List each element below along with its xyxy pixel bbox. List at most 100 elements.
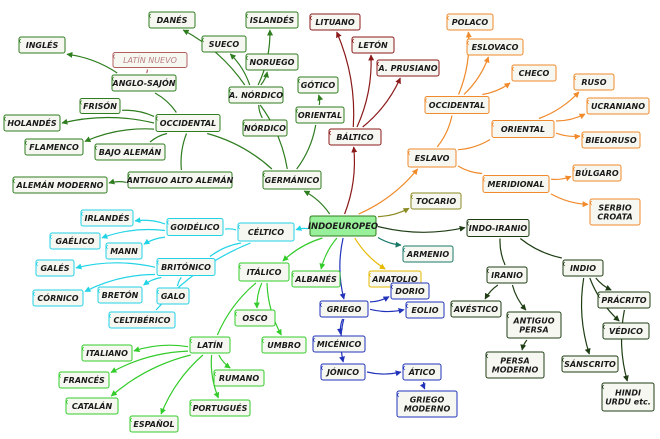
node-label: VÉDICO [609,325,643,336]
scroll-curl [486,353,489,359]
node-label: GÓTICO [301,79,336,90]
node-label: CÓRNICO [37,292,78,303]
node-label: AVÉSTICO [453,303,498,314]
node-box [390,282,430,300]
node-box [3,114,61,132]
node-checo: CHECO [511,64,557,82]
node-frances: FRANCÉS [58,371,110,389]
edge-celtico-britonico [209,242,242,257]
node-holandes: HOLANDÉS [3,114,61,132]
edge-occidental_e-polaco [458,31,472,95]
node-a-nordico: A. NÓRDICO [228,86,284,104]
scroll-curl [574,75,577,81]
node-jonico: JÓNICO [320,363,366,381]
scroll-curl [467,40,470,46]
scroll-curl [229,88,232,94]
node-micenico: MICÉNICO [312,335,366,353]
edge-indo_iranio-indio [519,238,562,259]
node-polaco: POLACO [446,13,494,31]
node-box [262,170,322,190]
node-noruego: NORUEGO [245,53,299,71]
edge-baltico-a_prusiano [362,77,401,128]
node-indoeuropeo: INDOEUROPEO [308,215,378,237]
edge-a_nordico-danes [182,29,246,86]
scroll-curl [512,66,515,72]
node-vedico: VÉDICO [602,322,650,340]
edge-indoeuropeo-armenio [377,236,402,248]
scroll-curl [243,121,246,127]
edge-griego-micenico [336,318,344,335]
node-a-prusiano: A. PRUSIANO [376,59,440,77]
node-aleman-moderno: ALEMÁN MODERNO [12,176,108,194]
node-box [562,259,604,277]
scroll-curl [19,38,22,44]
node-danes: DANÉS [148,11,196,29]
scroll-curl [321,365,324,371]
edge-goidelico-irlandes [134,217,166,225]
scroll-curl [190,401,193,407]
edge-occidental_g-anglo_sajon [154,92,177,113]
node-box [407,148,457,168]
node-bieloruso: BIELORUSO [581,131,641,149]
node-label: INDO-IRANIO [469,224,528,233]
node-box [228,86,284,104]
node-box [108,311,176,329]
scroll-curl [109,313,112,319]
node-albanes: ALBANÉS [291,270,341,288]
node-box [511,64,557,82]
node-label: MICÉNICO [317,338,362,349]
node-gales: GALÉS [35,259,75,277]
node-label: FRISÓN [83,100,117,111]
edge-indio-sanscrito [580,277,591,355]
scroll-curl [507,313,510,319]
node-label: PORTUGUÉS [193,402,248,413]
edge-atico-griego_moderno [419,381,426,390]
node-box [79,98,121,114]
node-label: LETÓN [358,39,388,50]
node-box [309,13,361,31]
node-box [18,36,66,54]
node-box [245,53,299,71]
node-mann: MANN [105,242,143,260]
node-label: OCCIDENTAL [429,101,485,110]
node-lituano: LITUANO [309,13,361,31]
node-label: RUMANO [219,374,260,383]
node-islandes: ISLANDÉS [245,11,299,29]
edge-baltico-lituano [336,31,355,128]
node-box [581,131,641,149]
node-anglo-sajon: ANGLO-SAJÓN [111,74,177,92]
edge-eslavo-meridional [457,165,483,175]
node-label: IRANIO [491,271,523,280]
edge-indoeuropeo-baltico [344,146,358,215]
scroll-curl [81,211,84,217]
node-baltico: BÁLTICO [328,128,382,146]
edge-baltico-leton [356,54,375,128]
scroll-curl [246,13,249,19]
edge-indio-pracrito [595,277,612,291]
scroll-curl [377,61,380,67]
scroll-curl [66,399,69,405]
node-label: EOLIO [411,306,438,315]
edge-latin-italiano [133,344,189,353]
node-label: ORIENTAL [501,125,545,134]
node-label: INGLÉS [26,39,59,50]
node-box [261,336,307,354]
node-label: DANÉS [157,14,188,25]
node-label: LITUANO [315,18,355,27]
node-box [396,390,458,418]
scroll-curl [602,384,605,390]
node-box [601,382,655,412]
scroll-curl [106,244,109,250]
node-label: ESLAVO [415,154,450,163]
node-label: ÁTICO [408,366,436,377]
node-celtico: CÉLTICO [237,222,295,242]
edge-celtico-goidelico [224,228,237,231]
node-nordico: NÓRDICO [242,119,288,137]
node-atico: ÁTICO [402,363,442,381]
node-label: ISLANDÉS [250,14,295,25]
scroll-curl [59,373,62,379]
scroll-curl [167,220,170,225]
node-box [156,258,216,276]
